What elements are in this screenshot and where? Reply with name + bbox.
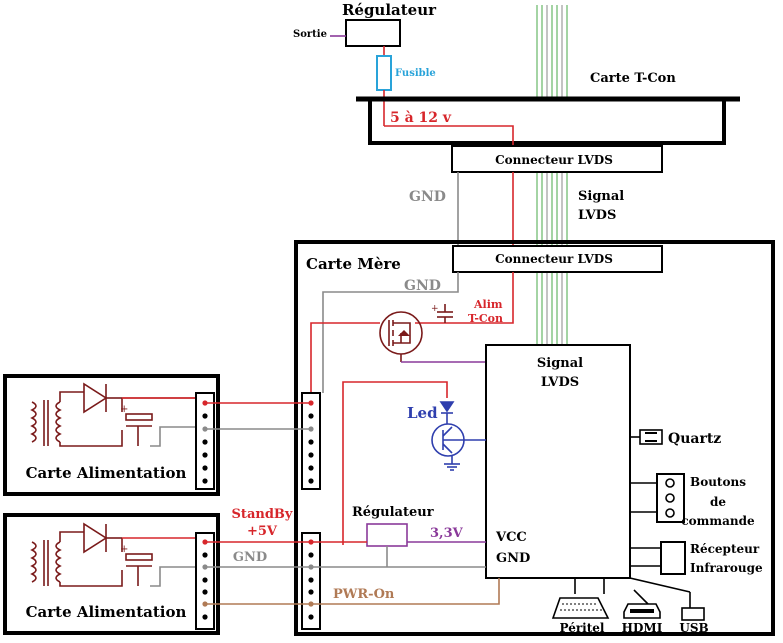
alim-tcon-label-1: Alim [473,298,503,311]
lvds-connector-top-label: Connecteur LVDS [495,153,613,167]
mb-connector-2 [301,532,321,630]
button-2-icon [665,493,675,503]
chip-signal-label-1: Signal [537,356,583,371]
chip-gnd-label: GND [496,551,530,566]
motherboard-label: Carte Mère [306,255,401,273]
buttons-label-2: de [710,495,726,509]
signal-lvds-label-1: Signal [578,189,624,204]
ir-label-1: Récepteur [690,542,760,556]
psu-1-label: Carte Alimentation [26,464,187,482]
quartz-icon [630,429,663,445]
hdmi-label: HDMI [622,621,663,635]
peritel-icon [551,597,610,619]
capacitor-tcon: + [431,304,453,323]
svg-text:+: + [120,404,128,415]
lvds-connector-mb [452,245,663,273]
fuse-label: Fusible [395,68,436,79]
psu-2-label: Carte Alimentation [26,603,187,621]
psu-2-connector [195,532,215,630]
svg-text:+: + [431,304,439,314]
pwr-on-label: PWR-On [333,587,395,602]
main-chip [485,344,631,579]
voltage-label: 5 à 12 v [390,110,452,126]
led-label: Led [407,404,438,422]
lvds-connector-top [451,145,663,173]
psu-2 [3,513,220,635]
transistor-icon [431,423,486,471]
gnd-mb-label: GND [404,278,441,294]
standby-label-1: StandBy [232,507,293,522]
signal-lvds-label-2: LVDS [578,208,616,223]
gnd-top-label: GND [409,189,446,205]
top-regulator-box [345,19,401,47]
ir-receiver [660,541,686,575]
usb-icon [681,592,705,621]
mb-regulator-label: Régulateur [352,505,434,520]
svg-text:+: + [120,544,128,555]
lvds-bus [536,5,568,345]
buttons-label-1: Boutons [690,475,746,489]
mb-regulator-box [366,523,408,547]
motherboard [294,240,775,636]
sortie-label: Sortie [293,29,327,40]
usb-label: USB [679,621,708,635]
psu-1-transformer-icon: + [30,382,196,447]
button-1-icon [665,478,675,488]
led-icon [439,401,455,424]
lvds-connector-mb-label: Connecteur LVDS [495,252,613,266]
standby-label-2: +5V [247,524,278,539]
psu-2-transformer-icon: + [30,522,153,587]
psu-1 [3,374,220,496]
alim-tcon-label-2: T-Con [468,312,503,325]
mb-connector-1 [301,392,321,490]
tcon-label: Carte T-Con [590,71,676,86]
peritel-label: Péritel [560,621,605,635]
mosfet [379,311,423,362]
hdmi-icon [623,603,661,619]
button-3-icon [665,508,675,518]
top-regulator-label: Régulateur [342,1,437,19]
buttons-label-3: commande [681,514,755,528]
psu-1-connector [195,392,215,490]
quartz-label: Quartz [668,431,721,447]
ir-label-2: Infrarouge [690,561,763,575]
tcon-board [368,101,726,145]
fuse [376,55,392,91]
chip-signal-label-2: LVDS [541,375,579,390]
gnd-psu-label: GND [233,550,267,565]
v33-label: 3,3V [430,526,464,541]
vcc-label: VCC [495,530,527,545]
